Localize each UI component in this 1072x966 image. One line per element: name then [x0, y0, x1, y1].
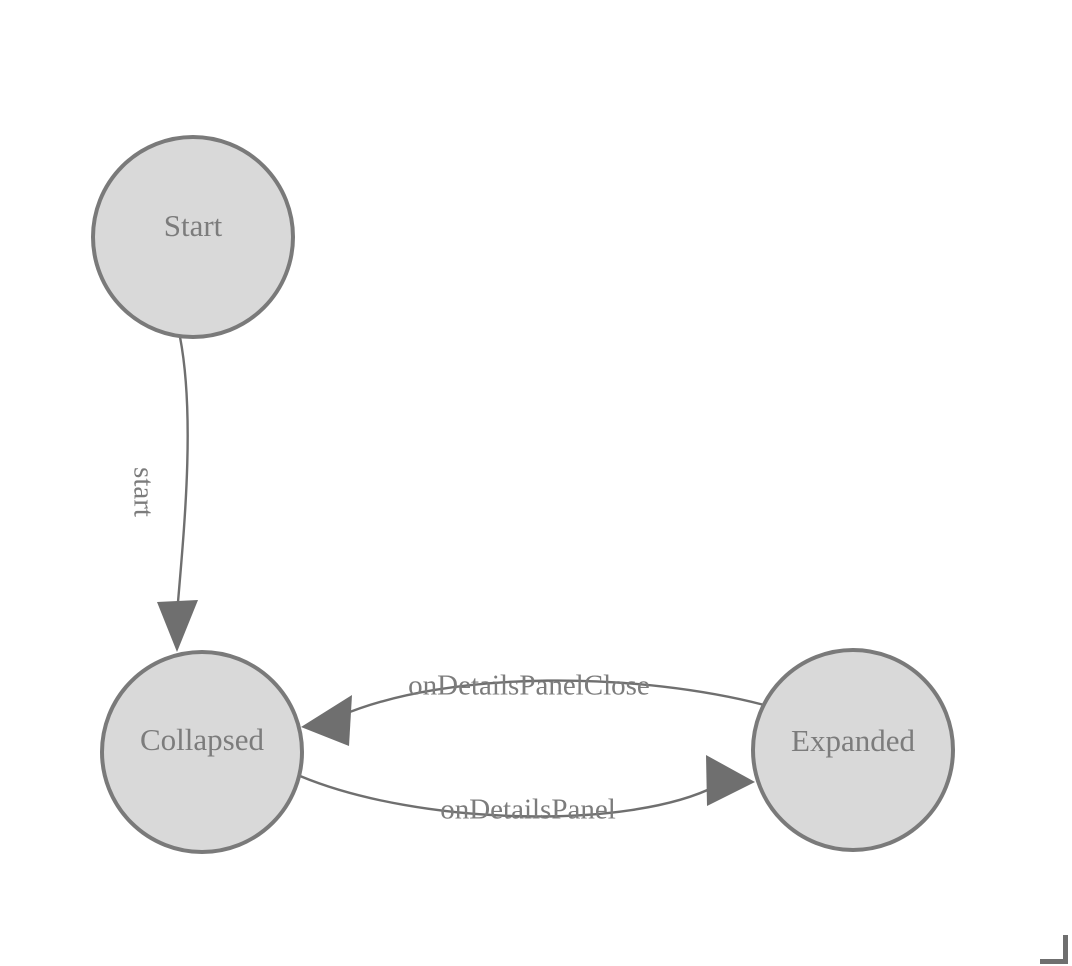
- edge-collapsed-to-expanded-arrowhead: [706, 755, 755, 806]
- node-collapsed[interactable]: Collapsed: [100, 650, 304, 854]
- node-expanded[interactable]: Expanded: [751, 648, 955, 852]
- node-start-label: Start: [164, 208, 223, 243]
- edge-start-to-collapsed-arrowhead: [157, 600, 198, 652]
- edge-start-to-collapsed[interactable]: start: [127, 336, 198, 652]
- corner-frame-mark-horizontal: [1040, 959, 1068, 964]
- edge-label-on-details-panel: onDetailsPanel: [440, 794, 616, 826]
- edge-expanded-to-collapsed-path: [339, 679, 769, 718]
- node-collapsed-label: Collapsed: [140, 722, 264, 757]
- edge-start-to-collapsed-path: [175, 336, 189, 615]
- edge-expanded-to-collapsed[interactable]: onDetailsPanelClose: [301, 670, 769, 746]
- node-start-circle: [91, 135, 295, 339]
- node-start[interactable]: Start: [91, 135, 295, 339]
- edge-collapsed-to-expanded[interactable]: onDetailsPanel: [299, 755, 755, 826]
- edge-collapsed-to-expanded-path: [299, 774, 717, 818]
- corner-frame-mark-vertical: [1063, 935, 1068, 964]
- node-expanded-label: Expanded: [791, 723, 915, 758]
- node-collapsed-circle: [100, 650, 304, 854]
- edge-label-start: start: [127, 467, 159, 517]
- corner-frame-mark: [1040, 935, 1068, 964]
- edge-label-on-details-panel-close: onDetailsPanelClose: [408, 670, 650, 702]
- node-expanded-circle: [751, 648, 955, 852]
- edge-expanded-to-collapsed-arrowhead: [301, 695, 352, 746]
